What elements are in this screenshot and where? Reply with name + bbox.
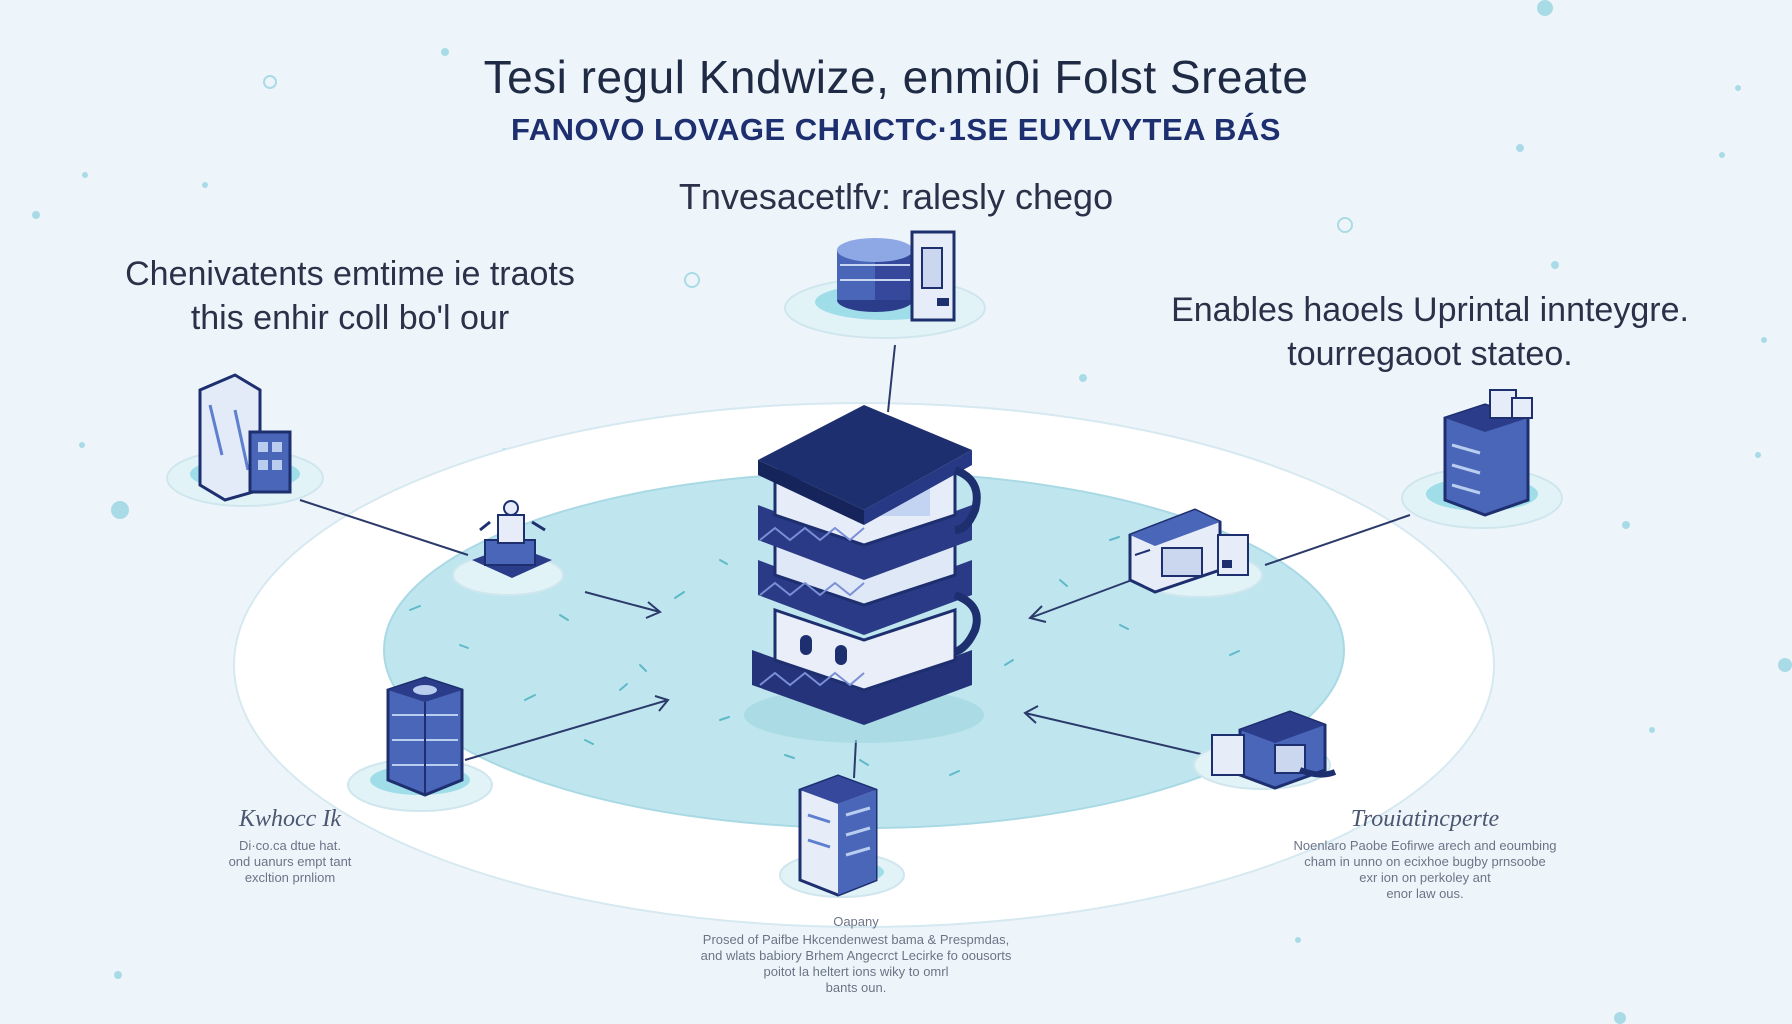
note-right-line2: tourregaoot stateo. [1287, 335, 1573, 373]
label-right-body: Noenlaro Paobe Eofirwe arech and eoumbin… [1293, 838, 1557, 901]
connector-lines [299, 344, 1411, 779]
node-lower-left-rack [347, 676, 493, 812]
note-left-line1: Chenivatents emtime ie traots [125, 255, 575, 293]
note-right-line1: Enables haoels Uprintal innteygre. [1171, 291, 1689, 329]
diagram-title: Tesi regul Kndwize, enmi0i Folst Sreate [483, 51, 1309, 103]
node-right-appliance [1128, 508, 1263, 598]
connector-upper-right-arrow [1029, 576, 1141, 619]
node-left-robot [452, 500, 564, 596]
central-hub-building [744, 405, 984, 743]
diagram-subtitle: FANOVO LOVAGE CHAICTC·1SE EUYLVYTEA BÁS [511, 112, 1281, 147]
connector-top [887, 344, 896, 413]
node-upper-right-building [1401, 389, 1563, 529]
node-lower-right-machinery [1193, 710, 1337, 790]
label-bottom-heading: Oapany [833, 914, 879, 929]
connector-lower-left [464, 699, 669, 761]
note-left: Chenivatents emtime ie traots this enhir… [50, 252, 650, 340]
connector-bottom [853, 739, 857, 779]
note-left-line2: this enhir coll bo'l our [190, 299, 510, 337]
label-bottom-body: Prosed of Paifbe Hkcendenwest bama & Pre… [700, 932, 1012, 995]
node-top-storage [784, 230, 986, 339]
node-bottom-server [779, 774, 905, 898]
connector-lower-right [1024, 712, 1206, 756]
label-left-body: Di·co.ca dtue hat. ond uanurs empt tant … [228, 838, 352, 885]
connector-upper-left [299, 499, 469, 556]
node-upper-left-buildings [166, 373, 324, 507]
note-right: Enables haoels Uprintal innteygre. tourr… [1130, 288, 1730, 376]
diagram-tagline: Tnvesacetlfv: ralesly chego [678, 176, 1114, 217]
label-right-heading: Trouiatincperte [1350, 806, 1500, 832]
connector-upper-left-arrow [584, 591, 661, 613]
connector-upper-right [1264, 514, 1411, 566]
label-left-heading: Kwhocc Ik [239, 806, 341, 832]
